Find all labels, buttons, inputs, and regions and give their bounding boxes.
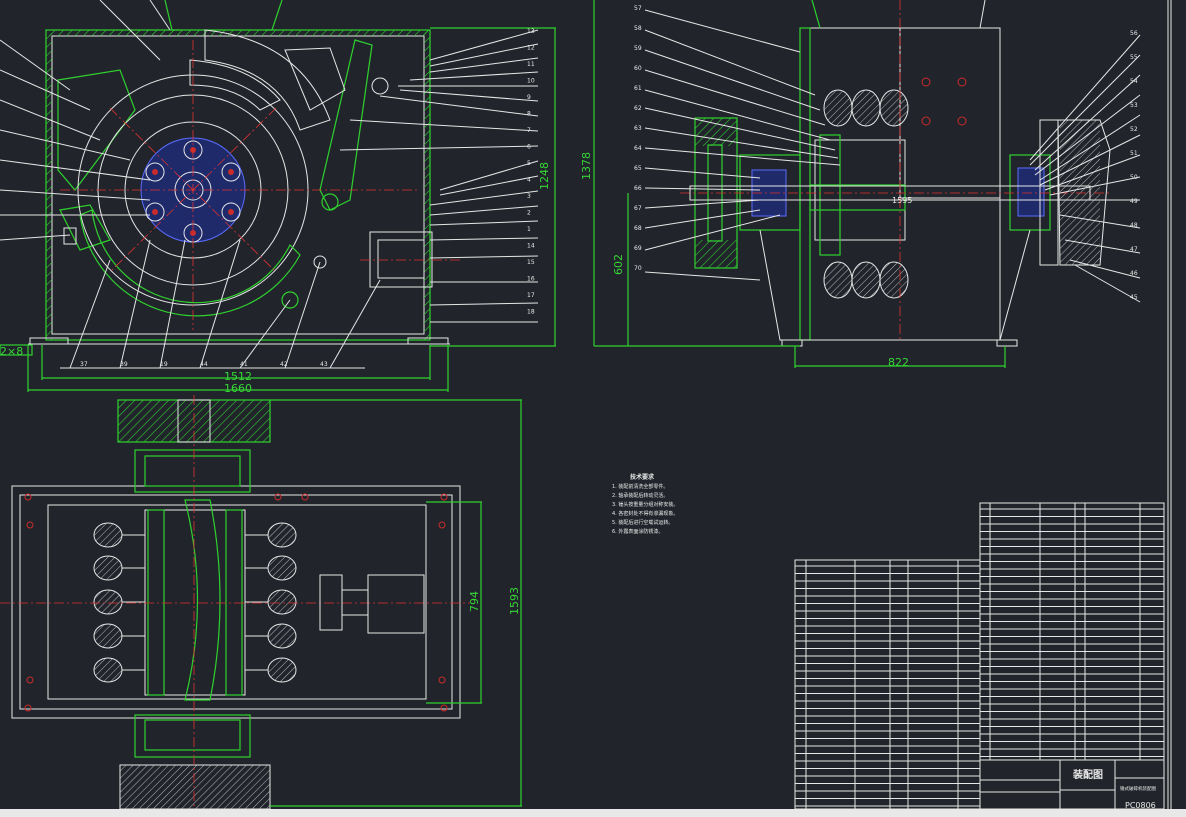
dim-top-length: 1593 xyxy=(508,587,521,615)
balloon-label: 16 xyxy=(527,276,535,283)
note-line-5: 5. 装配后进行空载试运转。 xyxy=(612,519,673,526)
balloon-label: 46 xyxy=(1130,270,1138,277)
balloon-label: 3 xyxy=(527,193,531,200)
title-block-drawing-no: PC0806 xyxy=(1125,801,1156,810)
balloon-label: 2 xyxy=(527,210,531,217)
balloon-label: 67 xyxy=(634,205,642,212)
dim-front-height: 1248 xyxy=(538,162,551,190)
dim-front-width-outer: 1660 xyxy=(224,382,252,395)
title-block-title: 装配图 xyxy=(1072,768,1103,781)
parts-list xyxy=(794,502,1165,810)
balloon-label: 60 xyxy=(634,65,642,72)
balloon-label: 8 xyxy=(527,111,531,118)
dim-front-width-inner: 1512 xyxy=(224,370,252,383)
front-view xyxy=(0,0,556,392)
balloon-label: 57 xyxy=(634,5,642,12)
balloon-label: 53 xyxy=(1130,102,1138,109)
balloon-label: 68 xyxy=(634,225,642,232)
balloon-label: 13 xyxy=(527,28,535,35)
balloon-label: 50 xyxy=(1130,174,1138,181)
balloon-label: 56 xyxy=(1130,30,1138,37)
balloon-label: 14 xyxy=(527,243,535,250)
balloon-label: 49 xyxy=(1130,198,1138,205)
balloon-label: 65 xyxy=(634,165,642,172)
balloon-label: 47 xyxy=(1130,246,1138,253)
balloon-label: 62 xyxy=(634,105,642,112)
side-right-balloons: 56 55 54 53 52 51 50 49 48 47 46 45 xyxy=(1130,30,1138,301)
balloon-label: 41 xyxy=(240,361,248,368)
balloon-label: 10 xyxy=(527,78,535,85)
shaft-label: 1595 xyxy=(892,196,912,205)
dim-side-axis-height: 602 xyxy=(612,254,625,275)
balloon-label: 48 xyxy=(1130,222,1138,229)
balloon-label: 51 xyxy=(1130,150,1138,157)
note-line-1: 1. 装配前清洗全部零件。 xyxy=(612,483,668,490)
balloon-label: 5 xyxy=(527,160,531,167)
balloon-label: 69 xyxy=(634,245,642,252)
balloon-label: 54 xyxy=(1130,78,1138,85)
balloon-label: 58 xyxy=(634,25,642,32)
note-line-2: 2. 轴承装配后转动灵活。 xyxy=(612,492,668,499)
title-block-subtitle: 锤式破碎机装配图 xyxy=(1120,785,1156,792)
balloon-label: 18 xyxy=(527,309,535,316)
balloon-label: 7 xyxy=(527,127,531,134)
balloon-label: 55 xyxy=(1130,54,1138,61)
balloon-label: 12 xyxy=(527,45,535,52)
balloon-label: 59 xyxy=(634,45,642,52)
side-view xyxy=(593,0,1141,368)
dim-top-width: 794 xyxy=(468,591,481,612)
balloon-label: 43 xyxy=(320,361,328,368)
balloon-label: 6 xyxy=(527,144,531,151)
balloon-label: 15 xyxy=(527,259,535,266)
balloon-label: 45 xyxy=(1130,294,1138,301)
note-line-4: 4. 各密封处不得有渗漏现象。 xyxy=(612,510,678,517)
dim-front-bolt: 2×8 xyxy=(0,345,23,358)
dim-side-height: 1378 xyxy=(580,152,593,180)
balloon-label: 63 xyxy=(634,125,642,132)
balloon-label: 39 xyxy=(120,361,128,368)
balloon-label: 61 xyxy=(634,85,642,92)
front-right-balloons: 13 12 11 10 9 8 7 6 5 4 3 2 1 14 15 16 17 18 xyxy=(527,28,535,316)
balloon-label: 52 xyxy=(1130,126,1138,133)
balloon-label: 70 xyxy=(634,265,642,272)
balloon-label: 11 xyxy=(527,61,535,68)
top-view xyxy=(0,395,522,810)
side-left-balloons: 57 58 59 60 61 62 63 64 65 66 67 68 69 70 xyxy=(634,5,642,272)
balloon-label: 1 xyxy=(527,226,531,233)
dim-side-width: 822 xyxy=(888,356,909,369)
balloon-label: 66 xyxy=(634,185,642,192)
balloon-label: 37 xyxy=(80,361,88,368)
technical-notes: 技术要求 1. 装配前清洗全部零件。 2. 轴承装配后转动灵活。 3. 锤头按重… xyxy=(612,473,678,535)
status-bar xyxy=(0,809,1186,817)
balloon-label: 44 xyxy=(200,361,208,368)
balloon-label: 9 xyxy=(527,94,531,101)
notes-title: 技术要求 xyxy=(630,473,655,481)
note-line-6: 6. 外露表面涂防锈漆。 xyxy=(612,528,663,535)
balloon-label: 17 xyxy=(527,292,535,299)
front-bottom-balloons: 37 39 19 44 41 42 43 xyxy=(80,361,328,368)
balloon-label: 19 xyxy=(160,361,168,368)
note-line-3: 3. 锤头按重量分组对称安装。 xyxy=(612,501,678,508)
balloon-label: 4 xyxy=(527,177,531,184)
balloon-label: 42 xyxy=(280,361,288,368)
balloon-label: 64 xyxy=(634,145,642,152)
